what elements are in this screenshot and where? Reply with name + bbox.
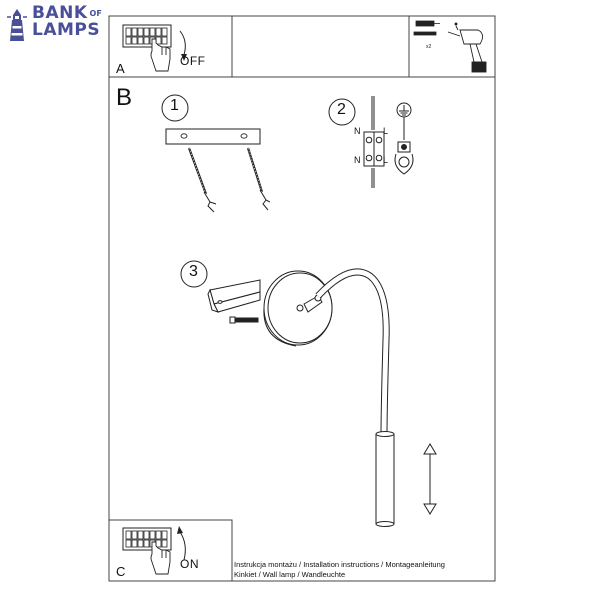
tools-illustration: x2 xyxy=(413,20,487,73)
plate-hole xyxy=(180,133,188,139)
hand-icon xyxy=(150,541,171,575)
drill-icon xyxy=(447,22,487,73)
step-1-circle xyxy=(161,94,189,122)
lighthouse-icon xyxy=(7,9,27,41)
wiring-diagram xyxy=(363,96,414,188)
step-2-circle xyxy=(328,98,356,126)
arrow-down-curved-icon xyxy=(179,30,186,56)
fixing-screw-icon xyxy=(229,316,259,324)
height-adjust-arrow-icon xyxy=(423,443,437,515)
lamp-shade-tube xyxy=(375,431,395,527)
terminal-block-icon xyxy=(363,131,385,167)
ground-terminal-icon xyxy=(394,141,414,175)
footer-product: Kinkiet / Wall lamp / Wandleuchte xyxy=(234,570,346,579)
on-text: ON xyxy=(180,557,199,571)
live-label-top: L xyxy=(383,126,389,136)
arrow-up-curved-icon xyxy=(179,531,186,561)
screw-and-plug-icon xyxy=(413,20,440,36)
fuse-box-icon xyxy=(122,527,172,551)
step-3-number: 3 xyxy=(189,263,198,280)
live-label-bottom: L xyxy=(383,155,389,165)
screw-right-icon xyxy=(246,147,270,211)
wall-lamp-illustration xyxy=(207,268,395,527)
screw-left-icon xyxy=(187,147,217,213)
neutral-label-top: N xyxy=(354,126,361,136)
fuse-box-icon xyxy=(122,24,172,48)
ground-icon xyxy=(396,102,412,140)
mounting-bracket xyxy=(207,279,261,313)
fuse-box-off-illustration xyxy=(122,24,187,72)
neutral-label-bottom: N xyxy=(354,155,361,165)
mounting-plate xyxy=(165,128,261,145)
hand-icon xyxy=(150,38,171,72)
plate-hole xyxy=(240,133,248,139)
panel-a-label: A xyxy=(116,61,125,76)
panel-c-label: C xyxy=(116,564,126,579)
step-3-circle xyxy=(180,260,208,288)
panel-b-label: B xyxy=(116,84,133,111)
step-1-number: 1 xyxy=(170,97,179,114)
off-text: OFF xyxy=(180,54,206,68)
fuse-box-on-illustration xyxy=(122,526,186,575)
step-2-number: 2 xyxy=(337,101,346,118)
svg-text:x2: x2 xyxy=(426,44,432,50)
mounting-plate-illustration xyxy=(165,128,270,213)
lamp-canopy xyxy=(263,270,333,347)
footer-instructions: Instrukcja montażu / Installation instru… xyxy=(234,560,445,569)
